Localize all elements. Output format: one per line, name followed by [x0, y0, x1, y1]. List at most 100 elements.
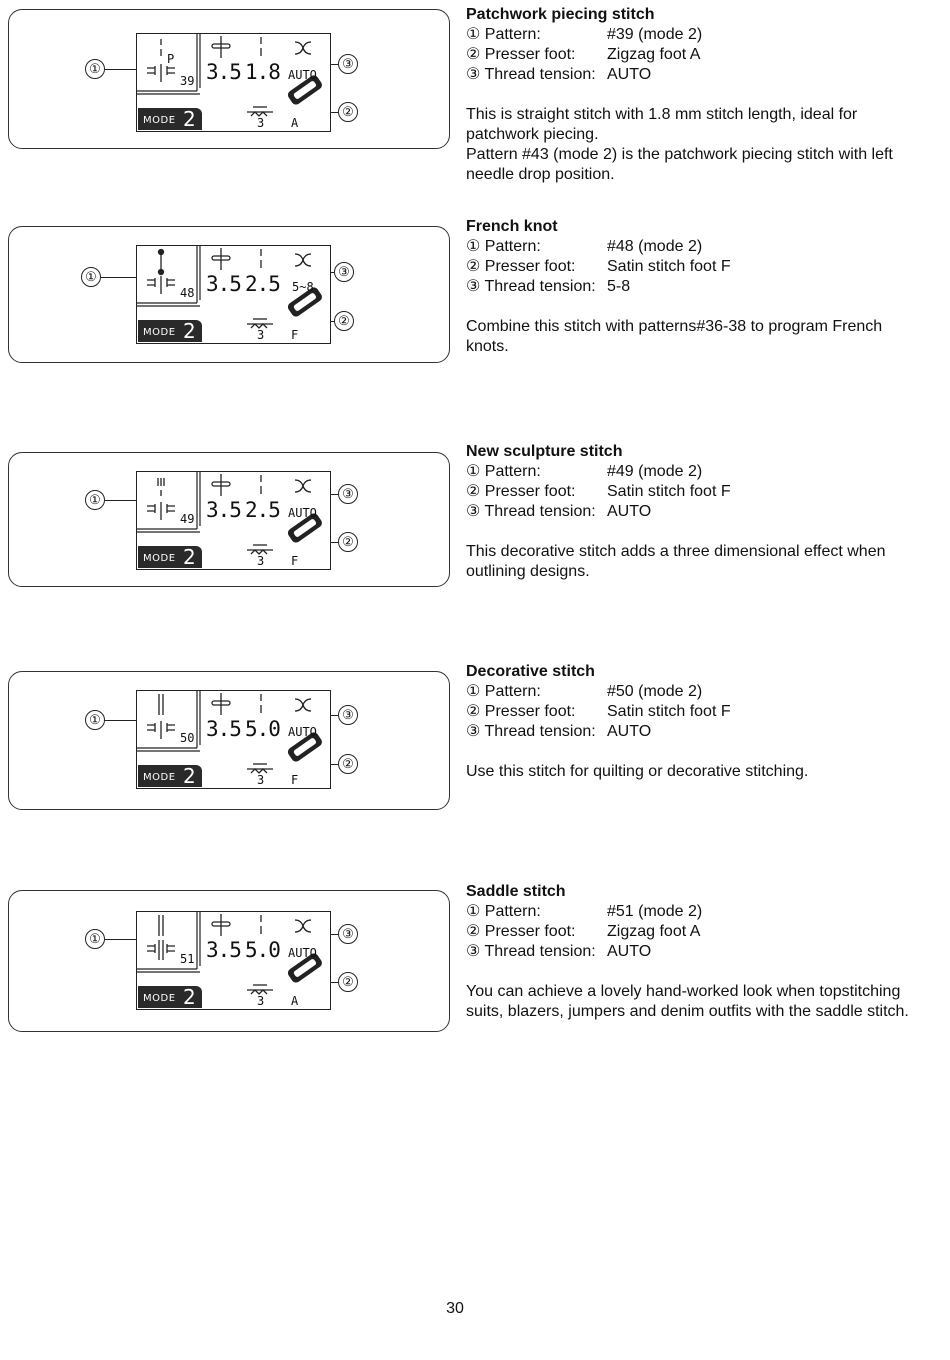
callout-2: ② — [338, 102, 358, 122]
presser-foot-icon — [287, 513, 322, 543]
stitch-pattern-icon — [147, 478, 175, 520]
stitch-text: Decorative stitch ① Pattern:#50 (mode 2)… — [466, 662, 916, 782]
stitch-text: New sculpture stitch ① Pattern:#49 (mode… — [466, 442, 916, 582]
lcd-panel: ① ③ ② — [8, 452, 450, 587]
stitch-description: You can achieve a lovely hand-worked loo… — [466, 982, 916, 1022]
spec-value: #51 (mode 2) — [607, 903, 703, 920]
spec-label: ① Pattern: — [466, 463, 541, 480]
callout-3: ③ — [338, 924, 358, 944]
stitch-width-value: 3.5 — [206, 60, 242, 84]
lcd-screen: 48 3.5 2.5 5~8 MODE 2 3 F — [136, 245, 331, 344]
foot-letter: A — [291, 116, 299, 130]
lcd-panel: ① ③ ② — [8, 890, 450, 1032]
tension-icon — [294, 698, 312, 712]
stitch-length-value: 1.8 — [245, 60, 281, 84]
stitch-title: Decorative stitch — [466, 663, 595, 680]
stitch-description: Combine this stitch with patterns#36-38 … — [466, 317, 916, 357]
stitch-length-value: 2.5 — [245, 272, 281, 296]
stitch-width-value: 3.5 — [206, 717, 242, 741]
spec-label: ③ Thread tension: — [466, 278, 596, 295]
lcd-screen: 50 3.5 5.0 AUTO MODE 2 3 F — [136, 690, 331, 789]
spec-label: ① Pattern: — [466, 683, 541, 700]
thread-tension-value: AUTO — [288, 725, 317, 739]
stitch-pattern-icon — [147, 694, 175, 739]
mode-label: MODE — [143, 327, 176, 338]
callout-3: ③ — [338, 484, 358, 504]
stitch-pattern-icon — [147, 248, 175, 294]
feed-dog-icon — [247, 544, 273, 555]
description-paragraph: This is straight stitch with 1.8 mm stit… — [466, 106, 858, 143]
spec-row: ③ Thread tension:AUTO — [466, 942, 916, 962]
width-icon — [211, 914, 231, 936]
feed-value: 3 — [257, 328, 265, 342]
spec-row: ② Presser foot:Zigzag foot A — [466, 45, 916, 65]
thread-tension-value: AUTO — [288, 946, 317, 960]
spec-label: ② Presser foot: — [466, 46, 576, 63]
stitch-length-value: 5.0 — [245, 938, 281, 962]
width-icon — [211, 474, 231, 496]
foot-letter: F — [291, 554, 299, 568]
leader-line — [105, 500, 136, 501]
mode-label: MODE — [143, 993, 176, 1004]
lcd-screen: 51 3.5 5.0 AUTO MODE 2 3 A — [136, 911, 331, 1010]
mode-indicator: MODE 2 — [138, 545, 202, 569]
spec-row: ② Presser foot:Zigzag foot A — [466, 922, 916, 942]
page-number: 30 — [446, 1300, 464, 1317]
callout-3: ③ — [338, 54, 358, 74]
spec-value: Zigzag foot A — [607, 923, 701, 940]
stitch-width-value: 3.5 — [206, 272, 242, 296]
spec-row: ③ Thread tension:AUTO — [466, 65, 916, 85]
feed-value: 3 — [257, 773, 265, 787]
lcd-panel: ① ③ ② — [8, 226, 450, 363]
pattern-number: 48 — [180, 286, 195, 300]
stitch-title: Patchwork piecing stitch — [466, 6, 655, 23]
presser-foot-icon — [287, 75, 322, 105]
spec-row: ② Presser foot:Satin stitch foot F — [466, 702, 916, 722]
stitch-title: Saddle stitch — [466, 883, 566, 900]
foot-letter: A — [291, 994, 299, 1008]
stitch-pattern-icon — [147, 915, 175, 960]
spec-value: Satin stitch foot F — [607, 258, 731, 275]
stitch-description: Use this stitch for quilting or decorati… — [466, 762, 916, 782]
callout-3: ③ — [338, 705, 358, 725]
lcd-screen: 49 3.5 2.5 AUTO MODE 2 3 F — [136, 471, 331, 570]
leader-line — [101, 277, 136, 278]
tension-icon — [294, 41, 312, 55]
foot-letter: F — [291, 773, 299, 787]
mode-label: MODE — [143, 553, 176, 564]
spec-label: ① Pattern: — [466, 903, 541, 920]
spec-value: Satin stitch foot F — [607, 483, 731, 500]
lcd-screen: P 39 3.5 1.8 AUTO MODE 2 3 A — [136, 33, 331, 132]
spec-row: ① Pattern: #51 (mode 2) — [466, 902, 916, 922]
width-icon — [211, 693, 231, 715]
leader-line — [105, 69, 136, 70]
callout-2: ② — [338, 972, 358, 992]
stitch-text: French knot ① Pattern:#48 (mode 2) ② Pre… — [466, 217, 916, 357]
mode-indicator: MODE 2 — [138, 107, 202, 131]
description-paragraph: Use this stitch for quilting or decorati… — [466, 763, 809, 780]
mode-label: MODE — [143, 115, 176, 126]
spec-value: #49 (mode 2) — [607, 463, 703, 480]
stitch-text: Saddle stitch ① Pattern: #51 (mode 2) ② P… — [466, 882, 916, 1022]
thread-tension-value: AUTO — [288, 68, 317, 82]
stitch-width-value: 3.5 — [206, 938, 242, 962]
spec-value: #48 (mode 2) — [607, 238, 703, 255]
spec-row: ① Pattern:#39 (mode 2) — [466, 25, 916, 45]
pattern-letter: P — [167, 52, 175, 66]
thread-tension-value: 5~8 — [292, 280, 314, 294]
presser-foot-icon — [287, 953, 322, 983]
mode-number: 2 — [183, 107, 196, 131]
feed-dog-icon — [247, 763, 273, 774]
lcd-graphics — [137, 246, 322, 329]
mode-number: 2 — [183, 985, 196, 1009]
callout-2: ② — [334, 311, 354, 331]
feed-dog-icon — [247, 318, 273, 329]
tension-icon — [294, 479, 312, 493]
callout-1: ① — [85, 490, 105, 510]
spec-label: ③ Thread tension: — [466, 503, 596, 520]
lcd-graphics — [137, 34, 322, 117]
spec-value: AUTO — [607, 503, 652, 520]
stitch-text: Patchwork piecing stitch ① Pattern:#39 (… — [466, 5, 916, 185]
spec-row: ② Presser foot:Satin stitch foot F — [466, 257, 916, 277]
spec-value: #39 (mode 2) — [607, 26, 703, 43]
